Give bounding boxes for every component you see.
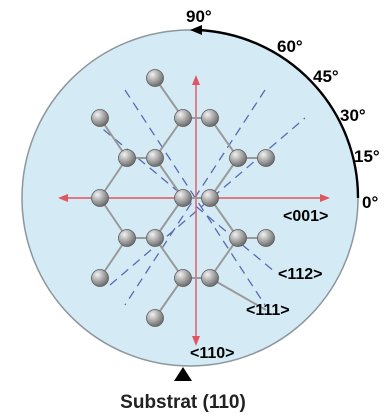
atom [229, 149, 247, 167]
substrate-marker-triangle [174, 367, 192, 381]
atom [118, 149, 136, 167]
atom [146, 309, 164, 327]
substrate-label: Substrat (110) [120, 392, 246, 413]
atom [91, 189, 109, 207]
axis-arrowhead-right [320, 194, 330, 202]
atom [91, 269, 109, 287]
axis-arrowhead-bottom [192, 336, 200, 346]
direction-label-001: <001> [283, 208, 328, 225]
atom [257, 149, 275, 167]
dashed-line-d [91, 119, 276, 273]
atom [257, 229, 275, 247]
angle-label-0: 0° [362, 193, 378, 212]
atom [174, 269, 192, 287]
atom [91, 109, 109, 127]
atom [146, 229, 164, 247]
atom [174, 109, 192, 127]
axis-arrowhead-top [192, 75, 200, 85]
angle-label-30: 30° [340, 106, 366, 125]
lattice-atoms [91, 69, 275, 327]
direction-label-111: <111> [246, 302, 290, 319]
atom [201, 269, 219, 287]
atom [146, 149, 164, 167]
axis-arrowhead-left [58, 194, 68, 202]
rotation-arc [197, 28, 360, 199]
atom [201, 109, 219, 127]
angle-label-15: 15° [354, 147, 380, 166]
atom [146, 69, 164, 87]
direction-label-112: <112> [278, 266, 323, 283]
angle-label-60: 60° [277, 37, 303, 56]
atom [201, 189, 219, 207]
rotation-arc-arrowhead [190, 25, 202, 35]
atom [174, 189, 192, 207]
angle-label-45: 45° [313, 67, 339, 86]
atom [118, 229, 136, 247]
angle-label-90: 90° [186, 7, 212, 26]
atom [229, 229, 247, 247]
direction-label-110: <110> [190, 345, 235, 362]
